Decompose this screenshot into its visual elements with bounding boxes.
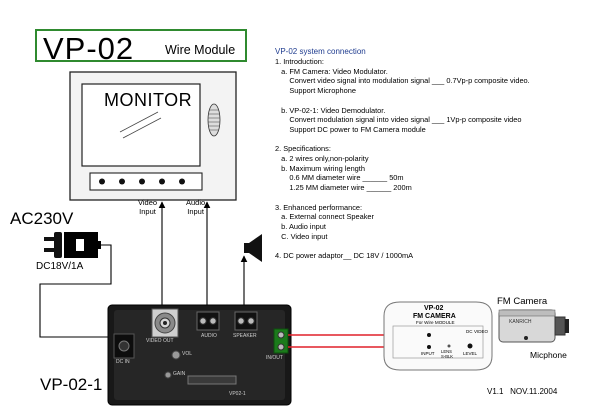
info-line: a. External connect Speaker [275,212,375,222]
info-line: 1. Introduction: [275,57,324,66]
title-box: VP-02 Wire Module [35,29,247,66]
fm-module-lens: LENS [441,349,452,354]
vp02-1-label: VP-02-1 [40,375,103,394]
monitor-button [159,178,165,185]
video-input-label: Video Input [138,198,158,216]
audio-input-label: Audio Input [186,198,206,216]
info-line: 2. Specifications: [275,144,331,154]
info-line: b. Audio input [275,221,326,231]
board-label-in-out: IN/OUT [266,355,283,361]
board-label-vol: VOL [182,351,193,357]
dc-in-jack [113,333,135,359]
in-out-terminal [273,328,289,354]
monitor [69,71,237,201]
external-speaker-icon [244,234,262,262]
mains-voltage-label: AC230V [10,209,74,228]
fm-module-level: LEVEL [463,351,478,356]
info-line: a. 2 wires only,non-polarity [275,154,369,163]
screen-glare [119,111,159,133]
board-label-video-out: VIDEO OUT [146,338,174,344]
monitor-button [119,178,125,185]
speaker-grille-icon [207,103,221,137]
info-line: 4. DC power adaptor__ DC 18V / 1000mA [275,251,414,260]
info-line: C. Video input [275,231,328,241]
info-line: b. VP-02-1: Video Demodulator. [275,105,386,115]
monitor-button [139,178,145,185]
info-line: 0.6 MM diameter wire ______ 50m [275,173,404,183]
camera-brand: KANRICH [509,319,532,325]
info-line: a. FM Camera: Video Modulator. [275,66,388,76]
fm-module-input: INPUT [421,351,435,356]
board-label-speaker: SPEAKER [233,333,257,339]
fm-module-line1: VP-02 [424,305,444,312]
adaptor-spec-label: DC18V/1A [36,261,84,272]
monitor-button-panel [89,172,203,191]
fm-module-video: VIDEO [474,329,489,334]
gain-knob [164,371,172,379]
vol-knob [171,350,181,360]
fm-camera-icon [498,309,569,343]
monitor-label: MONITOR [104,90,193,110]
fm-camera-module [383,301,493,371]
info-line: b. Maximum wiring length [275,163,365,173]
power-adaptor-icon [64,232,101,258]
monitor-button [179,178,185,185]
info-line: 1.25 MM diameter wire ______ 200m [275,183,412,193]
connector-strip [187,375,237,385]
power-wire [39,244,112,338]
info-heading: VP-02 system connection [275,47,366,56]
info-line: Convert modulation signal into video sig… [275,115,522,125]
model-subtitle: Wire Module [165,43,236,57]
fm-module-line3: For Wire MODULE [416,320,455,325]
version-label: V1.1 NOV.11.2004 [487,387,558,396]
monitor-button [99,178,105,185]
model-title: VP-02 [43,31,135,66]
fm-module-line2: FM CAMERA [413,313,456,320]
board-label-dc-in: DC IN [116,359,130,365]
info-line: Support DC power to FM Camera module [275,124,426,134]
microphone-label: Micphone [530,350,567,360]
board-label-id: VP02-1 [229,391,246,397]
vp02-1-board [107,304,292,406]
fm-module-blk: S-BLK [441,354,454,359]
audio-terminal [196,311,220,331]
board-label-gain: GAIN [173,371,186,377]
power-plug-icon [44,232,62,258]
info-line: Support Microphone [275,86,356,96]
fm-camera-title: FM Camera [497,296,548,307]
info-line: Convert video signal into modulation sig… [275,76,530,86]
microphone-icon [524,336,528,340]
speaker-terminal [234,311,258,331]
bnc-video-connector [151,308,179,338]
board-label-audio: AUDIO [201,333,217,339]
info-line: 3. Enhanced performance: [275,202,363,212]
fm-module-dc: DC [466,329,473,334]
